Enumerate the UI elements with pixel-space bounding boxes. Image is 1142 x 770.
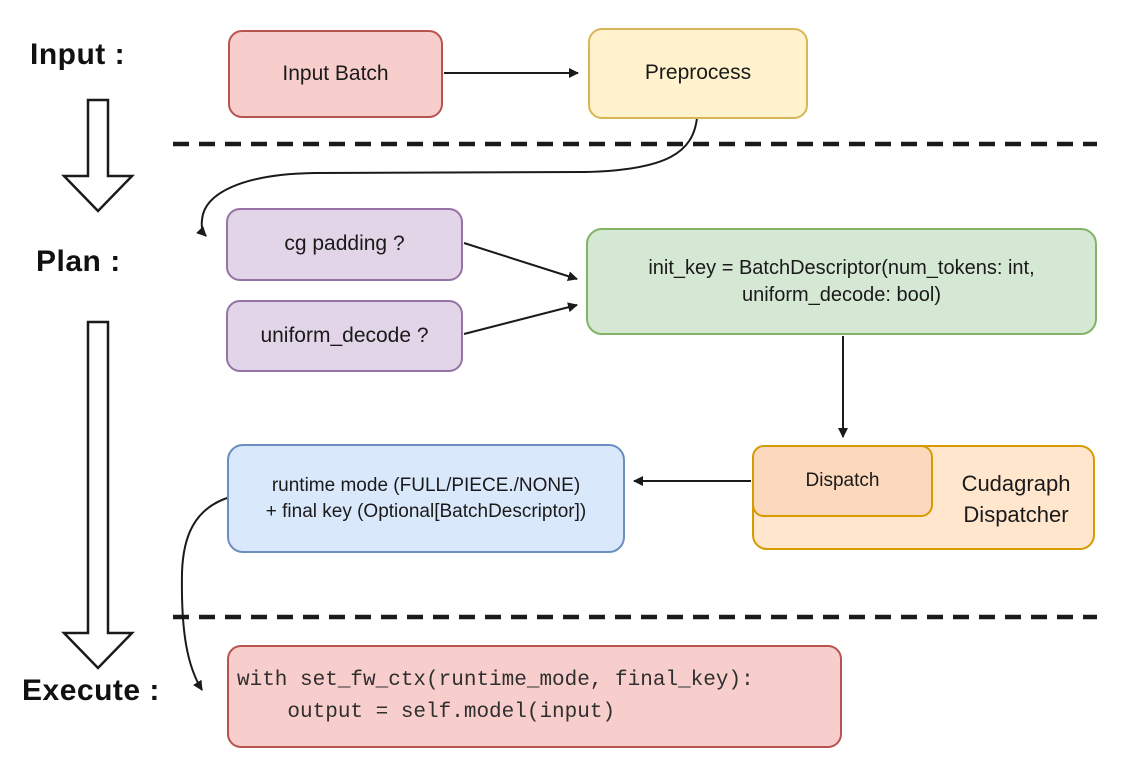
node-uniform-decode: uniform_decode ? xyxy=(226,300,463,372)
node-runtime-result-line1: runtime mode (FULL/PIECE./NONE) xyxy=(271,474,581,496)
node-init-key-line2: uniform_decode: bool) xyxy=(741,283,941,306)
execute-code-line1: with set_fw_ctx(runtime_mode, final_key)… xyxy=(237,669,754,692)
node-input-batch: Input Batch xyxy=(228,30,443,118)
cudagraph-line2: Dispatcher xyxy=(963,501,1069,527)
node-init-key-line1: init_key = BatchDescriptor(num_tokens: i… xyxy=(648,256,1035,279)
node-cudagraph-dispatcher-label: Cudagraph Dispatcher xyxy=(935,447,1097,552)
edge-runtime-to-execute xyxy=(180,496,231,691)
hollow-arrow-plan-to-execute xyxy=(61,320,135,670)
node-preprocess: Preprocess xyxy=(588,28,808,119)
node-runtime-result: runtime mode (FULL/PIECE./NONE) + final … xyxy=(227,444,625,553)
edge-uniformdecode-to-initkey xyxy=(463,302,578,335)
node-init-key: init_key = BatchDescriptor(num_tokens: i… xyxy=(586,228,1097,335)
node-execute-code: with set_fw_ctx(runtime_mode, final_key)… xyxy=(227,645,842,748)
execute-code-line2: output = self.model(input) xyxy=(237,700,616,724)
edge-preprocess-to-cgpadding xyxy=(196,117,698,237)
node-runtime-result-line2: + final key (Optional[BatchDescriptor]) xyxy=(265,500,587,522)
node-preprocess-label: Preprocess xyxy=(644,61,752,85)
hollow-arrow-input-to-plan xyxy=(61,98,135,213)
stage-label-execute: Execute : xyxy=(22,674,160,707)
node-dispatch-label: Dispatch xyxy=(805,470,880,492)
node-cg-padding-label: cg padding ? xyxy=(284,232,405,256)
node-cg-padding: cg padding ? xyxy=(226,208,463,281)
node-dispatch: Dispatch xyxy=(752,445,933,517)
cudagraph-line1: Cudagraph xyxy=(961,470,1071,496)
node-uniform-decode-label: uniform_decode ? xyxy=(260,323,429,347)
edge-cgpadding-to-initkey xyxy=(463,242,578,282)
node-input-batch-label: Input Batch xyxy=(282,61,389,85)
stage-label-input: Input : xyxy=(30,38,126,71)
stage-label-plan: Plan : xyxy=(36,245,121,278)
